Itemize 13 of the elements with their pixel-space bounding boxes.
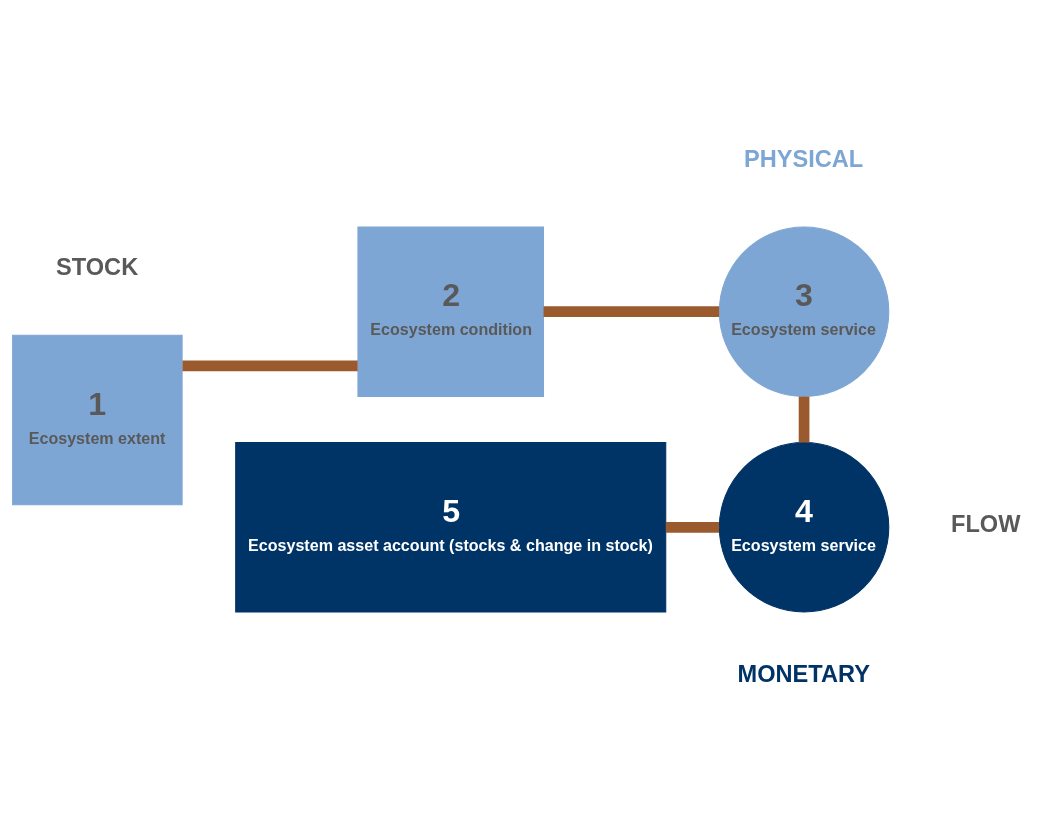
connector [182,360,358,372]
node-box: 2 Ecosystem condition [357,226,544,397]
label: STOCK [56,253,139,280]
label: MONETARY [737,661,870,688]
connector [798,396,810,443]
connector [543,306,720,318]
connector [665,521,720,533]
node-box: 1 Ecosystem extent [12,334,183,506]
node-box: 5 Ecosystem asset account (stocks & change in stock) [235,442,667,613]
node-circle: 3 Ecosystem service [718,226,890,397]
node-circle: 4 Ecosystem service [718,442,890,613]
label: PHYSICAL [744,145,864,172]
label: FLOW [950,511,1021,538]
